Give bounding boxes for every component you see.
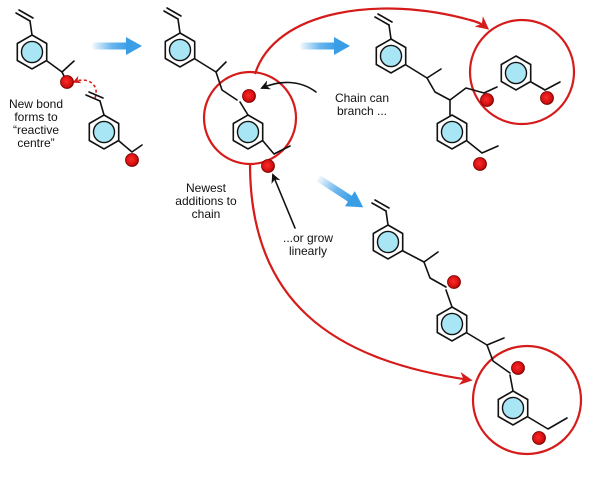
double-bond <box>377 13 393 23</box>
double-bond <box>85 94 101 102</box>
aromatic-circle <box>236 120 260 144</box>
bond <box>405 64 442 79</box>
bond <box>262 140 291 155</box>
aromatic-circle <box>376 230 400 254</box>
bond <box>486 344 511 374</box>
process-arrow-1 <box>92 37 142 55</box>
label-chain-branch: Chain can branch ... <box>334 91 390 118</box>
new-bond-dashed-arrow <box>72 75 97 99</box>
bond <box>385 210 389 226</box>
bond <box>530 81 561 91</box>
aromatic-circle <box>504 61 528 85</box>
bond <box>527 416 568 430</box>
red-curved-arrow-to-linear <box>248 163 473 386</box>
highlight-layer <box>202 7 583 456</box>
bond <box>402 250 439 263</box>
process-arrow-2 <box>300 37 350 55</box>
bond <box>239 101 249 116</box>
bond <box>194 58 227 73</box>
aromatic-circle <box>440 120 464 144</box>
radical-dot <box>242 89 256 103</box>
pointer-arrows <box>260 80 317 229</box>
aromatic-circle <box>379 44 403 68</box>
molecules <box>15 7 568 445</box>
pointer-arrow-branch <box>260 80 317 93</box>
bond <box>466 140 499 154</box>
bond <box>118 140 143 153</box>
bond <box>388 24 392 40</box>
radical-dot <box>532 431 546 445</box>
label-new-bond: New bond forms to “reactive centre” <box>8 97 64 150</box>
double-bond <box>371 202 387 212</box>
radical-dot <box>447 275 461 289</box>
double-bond <box>163 10 179 20</box>
radical-dot <box>480 93 494 107</box>
double-bond <box>18 9 34 19</box>
bond <box>466 332 505 346</box>
pointer-arrow-linear <box>271 173 296 229</box>
double-bond <box>88 91 104 99</box>
highlight-circle-branch <box>468 18 576 126</box>
aromatic-circle <box>440 312 464 336</box>
double-bond <box>15 12 31 22</box>
double-bond <box>374 16 390 26</box>
bond <box>423 261 447 288</box>
aromatic-circle <box>20 40 44 64</box>
highlight-circle-linear <box>471 344 583 456</box>
radical-dot <box>125 153 139 167</box>
process-arrows <box>92 37 364 208</box>
bond <box>449 86 498 101</box>
bond <box>445 289 453 308</box>
bond <box>46 60 75 73</box>
aromatic-circle <box>168 38 192 62</box>
bond <box>215 71 238 101</box>
bond <box>177 18 181 34</box>
double-bond <box>166 7 182 17</box>
red-curved-arrow-to-branch <box>253 7 490 75</box>
aromatic-circle <box>501 396 525 420</box>
radical-dot <box>261 159 275 173</box>
radical-dot <box>511 361 525 375</box>
label-grow-linearly: ...or grow linearly <box>282 231 333 258</box>
aromatic-circle <box>92 120 116 144</box>
bond <box>99 100 105 116</box>
bond <box>509 374 514 392</box>
process-arrow-3 <box>316 175 364 208</box>
bond <box>29 20 33 36</box>
radical-dot <box>540 91 554 105</box>
label-newest-additions: Newest additions to chain <box>175 181 237 221</box>
double-bond <box>374 199 390 209</box>
bond <box>426 77 451 101</box>
radical-dot <box>60 75 74 89</box>
radical-dot <box>473 157 487 171</box>
